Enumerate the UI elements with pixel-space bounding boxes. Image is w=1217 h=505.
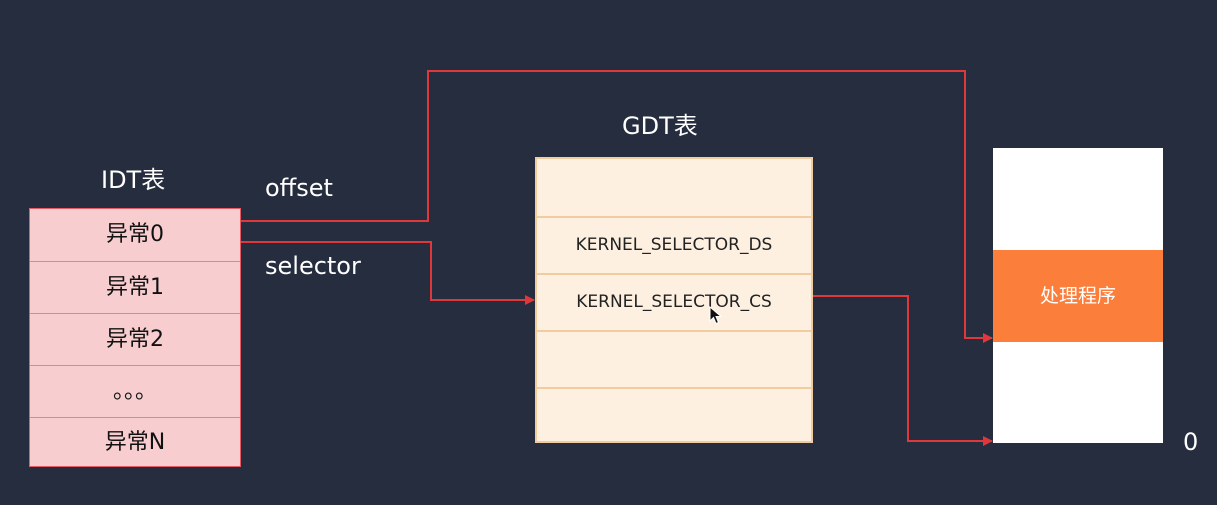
- segment-base-arrow: [813, 295, 993, 446]
- gdt-row-3: [537, 330, 811, 387]
- memory-block: 处理程序: [993, 148, 1163, 443]
- mouse-cursor-icon: [709, 306, 723, 325]
- idt-row-1: 异常1: [30, 261, 240, 313]
- gdt-table: KERNEL_SELECTOR_DS KERNEL_SELECTOR_CS: [535, 157, 813, 443]
- gdt-row-kernel-cs: KERNEL_SELECTOR_CS: [537, 273, 811, 330]
- gdt-row-kernel-ds: KERNEL_SELECTOR_DS: [537, 216, 811, 273]
- selector-label: selector: [265, 252, 361, 280]
- selector-arrow: [241, 241, 535, 305]
- gdt-title: GDT表: [622, 112, 698, 140]
- offset-arrow: [241, 70, 993, 343]
- idt-row-2: 异常2: [30, 313, 240, 365]
- idt-row-n: 异常N: [30, 417, 240, 466]
- idt-row-ellipsis: 。。。: [30, 365, 240, 417]
- gdt-row-4: [537, 387, 811, 441]
- idt-table: 异常0 异常1 异常2 。。。 异常N: [29, 208, 241, 467]
- idt-row-0: 异常0: [106, 222, 164, 247]
- address-zero-label: 0: [1183, 428, 1199, 456]
- idt-title: IDT表: [101, 166, 166, 194]
- offset-label: offset: [265, 174, 333, 202]
- handler-block: 处理程序: [993, 250, 1163, 342]
